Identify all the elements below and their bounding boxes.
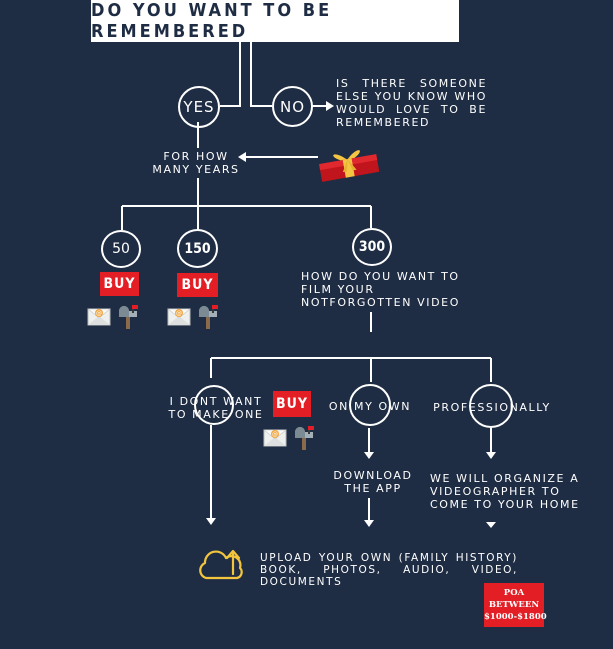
organize-text: WE WILL ORGANIZE A VIDEOGRAPHER TO COME … [430,472,580,511]
download-app-text[interactable]: DOWNLOAD THE APP [333,469,413,495]
email-icon[interactable]: @ [86,303,112,329]
on-my-own-label: ON MY OWN [328,400,412,413]
svg-text:@: @ [96,310,102,317]
buy-dont-want-label: BUY [276,396,308,412]
years-50-label: 50 [112,241,130,257]
on-my-own-node[interactable] [349,384,391,426]
svg-text:@: @ [176,310,182,317]
how-film-text: HOW DO YOU WANT TO FILM YOUR NOTFORGOTTE… [301,270,460,309]
title-banner: DO YOU WANT TO BE REMEMBERED [91,0,459,42]
page-title: DO YOU WANT TO BE REMEMBERED [91,0,333,42]
professionally-node[interactable] [469,384,513,428]
contact-icons-50: @ [86,303,141,329]
no-label: NO [279,97,306,116]
no-description: IS THERE SOMEONE ELSE YOU KNOW WHO WOULD… [336,77,487,129]
mailbox-icon[interactable] [291,424,317,450]
email-icon[interactable]: @ [262,424,288,450]
years-50-node[interactable]: 50 [101,230,141,268]
poa-line2: BETWEEN [488,600,540,610]
buy-150-button[interactable]: BUY [177,273,218,297]
no-node[interactable]: NO [272,86,313,127]
contact-icons-dont-want: @ [262,424,317,450]
years-300-node[interactable]: 300 [352,228,392,266]
poa-line1: POA [503,588,525,598]
upload-text: UPLOAD YOUR OWN (FAMILY HISTORY) BOOK, P… [260,552,518,588]
poa-line3: $1000-$1800 [484,612,547,622]
buy-150-label: BUY [181,277,214,293]
email-icon[interactable]: @ [166,303,192,329]
mailbox-icon[interactable] [115,303,141,329]
contact-icons-150: @ [166,303,221,329]
mailbox-icon[interactable] [195,303,221,329]
gift-icon [319,150,380,182]
buy-50-button[interactable]: BUY [100,272,139,296]
years-150-node[interactable]: 150 [177,229,218,268]
yes-label: YES [183,98,215,116]
years-150-label: 150 [184,240,211,257]
poa-badge: POA BETWEEN $1000-$1800 [484,583,547,627]
yes-node[interactable]: YES [178,86,220,128]
how-many-years-text: FOR HOW MANY YEARS [152,150,240,176]
years-300-label: 300 [358,239,386,255]
dont-want-label: I DONT WANT TO MAKE ONE [168,395,264,421]
buy-dont-want-button[interactable]: BUY [273,391,311,417]
dont-want-node[interactable] [194,385,234,425]
professionally-label: PROFESSIONALLY [433,401,551,414]
cloud-upload-icon[interactable] [196,546,246,582]
buy-50-label: BUY [103,276,136,292]
svg-text:@: @ [272,431,278,438]
